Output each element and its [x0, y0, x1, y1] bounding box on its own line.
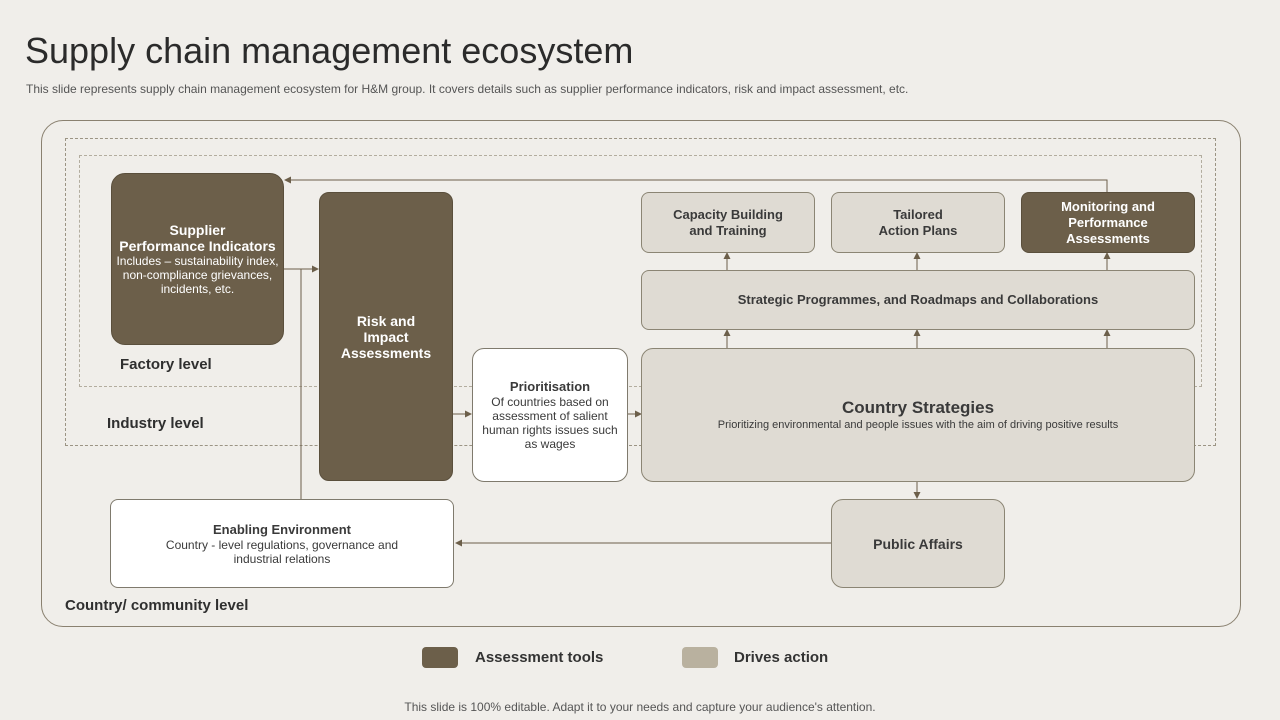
industry-level-frame: [65, 138, 1216, 446]
country-strategies-title: Country Strategies: [841, 398, 995, 417]
strategic-programmes-title: Strategic Programmes, and Roadmaps and C…: [737, 292, 1099, 307]
supplier-performance-desc: Includes – sustainability index, non-com…: [116, 254, 279, 296]
legend-assessment-label: Assessment tools: [475, 649, 604, 666]
risk-impact-title: Risk and Impact Assessments: [340, 312, 432, 361]
monitoring-title: Monitoring and Performance Assessments: [1061, 198, 1155, 246]
prioritisation-box: Prioritisation Of countries based on ass…: [472, 348, 628, 482]
supplier-performance-box: Supplier Performance Indicators Includes…: [111, 173, 284, 345]
country-level-label: Country/ community level: [65, 597, 249, 614]
enabling-environment-title: Enabling Environment: [213, 521, 351, 537]
prioritisation-desc: Of countries based on assessment of sali…: [482, 395, 618, 451]
prioritisation-title: Prioritisation: [509, 379, 591, 394]
enabling-environment-box: Enabling Environment Country - level reg…: [110, 499, 454, 588]
page-title: Supply chain management ecosystem: [25, 30, 634, 71]
tailored-action-title: Tailored Action Plans: [878, 206, 958, 238]
legend-drives-swatch: [682, 647, 718, 668]
factory-level-frame: [79, 155, 1202, 387]
tailored-action-box: Tailored Action Plans: [831, 192, 1005, 253]
page-subtitle: This slide represents supply chain manag…: [26, 82, 909, 96]
monitoring-box: Monitoring and Performance Assessments: [1021, 192, 1195, 253]
strategic-programmes-box: Strategic Programmes, and Roadmaps and C…: [641, 270, 1195, 330]
capacity-building-box: Capacity Building and Training: [641, 192, 815, 253]
country-strategies-box: Country Strategies Prioritizing environm…: [641, 348, 1195, 482]
legend-assessment-swatch: [422, 647, 458, 668]
industry-level-label: Industry level: [107, 415, 204, 432]
footer-note: This slide is 100% editable. Adapt it to…: [404, 700, 876, 714]
country-strategies-desc: Prioritizing environmental and people is…: [717, 419, 1119, 431]
risk-impact-box: Risk and Impact Assessments: [319, 192, 453, 481]
country-level-frame: [41, 120, 1241, 627]
legend-drives-label: Drives action: [734, 649, 829, 666]
public-affairs-box: Public Affairs: [831, 499, 1005, 588]
public-affairs-title: Public Affairs: [873, 535, 963, 552]
arrow-monitoring-to-supplier: [284, 176, 1108, 192]
enabling-environment-desc: Country - level regulations, governance …: [165, 537, 399, 566]
capacity-building-title: Capacity Building and Training: [673, 206, 783, 238]
factory-level-label: Factory level: [120, 356, 212, 373]
supplier-performance-title: Supplier Performance Indicators: [119, 222, 276, 254]
